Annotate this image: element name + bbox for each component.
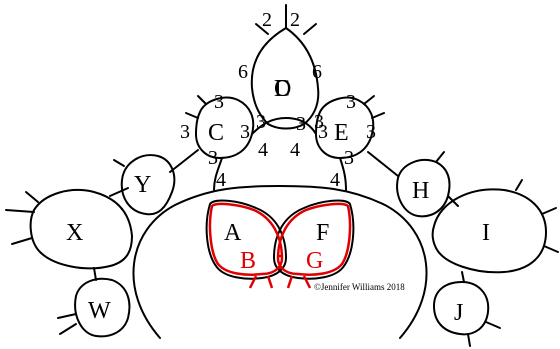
num-d-top-right: 2 bbox=[290, 9, 300, 31]
w-to-x bbox=[93, 267, 97, 281]
num-e-right: 3 bbox=[366, 121, 376, 143]
g-tick-2 bbox=[302, 275, 312, 289]
region-c-shape bbox=[195, 96, 255, 159]
num-c-bottom: 3 bbox=[208, 147, 218, 169]
region-e-shape bbox=[315, 96, 375, 159]
region-y-shape bbox=[120, 154, 176, 216]
h-to-e bbox=[367, 151, 399, 177]
outer-arc bbox=[132, 185, 428, 339]
d-left-branch bbox=[255, 23, 269, 35]
num-center-left: 3 bbox=[256, 111, 266, 133]
region-b-shape bbox=[208, 202, 284, 276]
w-tick-2 bbox=[57, 313, 77, 319]
i-to-h bbox=[447, 195, 459, 207]
i-tick-3 bbox=[543, 245, 559, 253]
num-center-top: 3 bbox=[296, 113, 306, 135]
label-g-text: G bbox=[306, 248, 323, 274]
y-to-c bbox=[169, 149, 199, 173]
num-c-left: 3 bbox=[180, 121, 190, 143]
connector-center bbox=[251, 117, 317, 135]
region-w-shape bbox=[74, 277, 131, 338]
b-tick-2 bbox=[266, 275, 274, 289]
num-d-top-left: 2 bbox=[262, 9, 272, 31]
c-tick-2 bbox=[185, 112, 199, 119]
x-tick-2 bbox=[5, 209, 35, 213]
label-b-text: B bbox=[240, 248, 256, 274]
j-to-i bbox=[461, 271, 465, 283]
label-a-text: A bbox=[224, 220, 242, 246]
x-to-y bbox=[109, 187, 129, 197]
x-tick-3 bbox=[11, 237, 33, 245]
num-c-top: 3 bbox=[214, 91, 224, 113]
region-x-shape bbox=[29, 189, 133, 270]
num-four-left-mid: 4 bbox=[258, 139, 268, 161]
j-tick-1 bbox=[485, 321, 501, 329]
num-e-bottom: 3 bbox=[344, 147, 354, 169]
label-y-text: Y bbox=[134, 172, 151, 198]
b-tick-1 bbox=[248, 275, 258, 289]
region-g-shape bbox=[276, 202, 352, 276]
label-f-text: F bbox=[316, 220, 329, 246]
label-w-text: W bbox=[88, 298, 111, 324]
label-d-text: D bbox=[274, 76, 291, 102]
num-d-right: 6 bbox=[312, 61, 322, 83]
x-tick-1 bbox=[25, 191, 39, 203]
num-e-left: 3 bbox=[318, 121, 328, 143]
label-j-text: J bbox=[454, 300, 463, 326]
d-right-branch bbox=[303, 23, 317, 35]
region-f-shape bbox=[273, 199, 355, 280]
num-four-right-mid: 4 bbox=[290, 139, 300, 161]
region-j-shape bbox=[433, 281, 490, 336]
num-four-left-low: 4 bbox=[216, 169, 226, 191]
i-tick-2 bbox=[541, 207, 557, 215]
g-tick-1 bbox=[286, 275, 294, 289]
h-tick bbox=[435, 151, 445, 163]
num-c-right: 3 bbox=[240, 121, 250, 143]
label-x-text: X bbox=[66, 220, 83, 246]
region-i-shape bbox=[431, 188, 547, 274]
connector-left bbox=[213, 157, 223, 191]
c-tick-1 bbox=[197, 95, 207, 105]
label-e-text: E bbox=[334, 120, 349, 146]
label-h-text: H bbox=[412, 178, 429, 204]
label-i-text: I bbox=[482, 220, 490, 246]
region-d-shape bbox=[250, 27, 320, 130]
num-e-top: 3 bbox=[346, 91, 356, 113]
connector-right bbox=[339, 157, 347, 191]
label-d: C bbox=[274, 76, 290, 102]
w-tick-1 bbox=[59, 323, 77, 335]
y-tick bbox=[113, 159, 125, 167]
num-four-right-low: 4 bbox=[330, 169, 340, 191]
num-center-right: 3 bbox=[314, 111, 324, 133]
j-tick-2 bbox=[467, 333, 471, 347]
label-c-text: C bbox=[208, 120, 224, 146]
e-tick-2 bbox=[371, 112, 385, 119]
num-d-left: 6 bbox=[238, 61, 248, 83]
copyright-text: ©Jennifer Williams 2018 bbox=[314, 282, 405, 292]
i-tick-1 bbox=[515, 179, 523, 191]
e-tick-1 bbox=[363, 95, 375, 105]
